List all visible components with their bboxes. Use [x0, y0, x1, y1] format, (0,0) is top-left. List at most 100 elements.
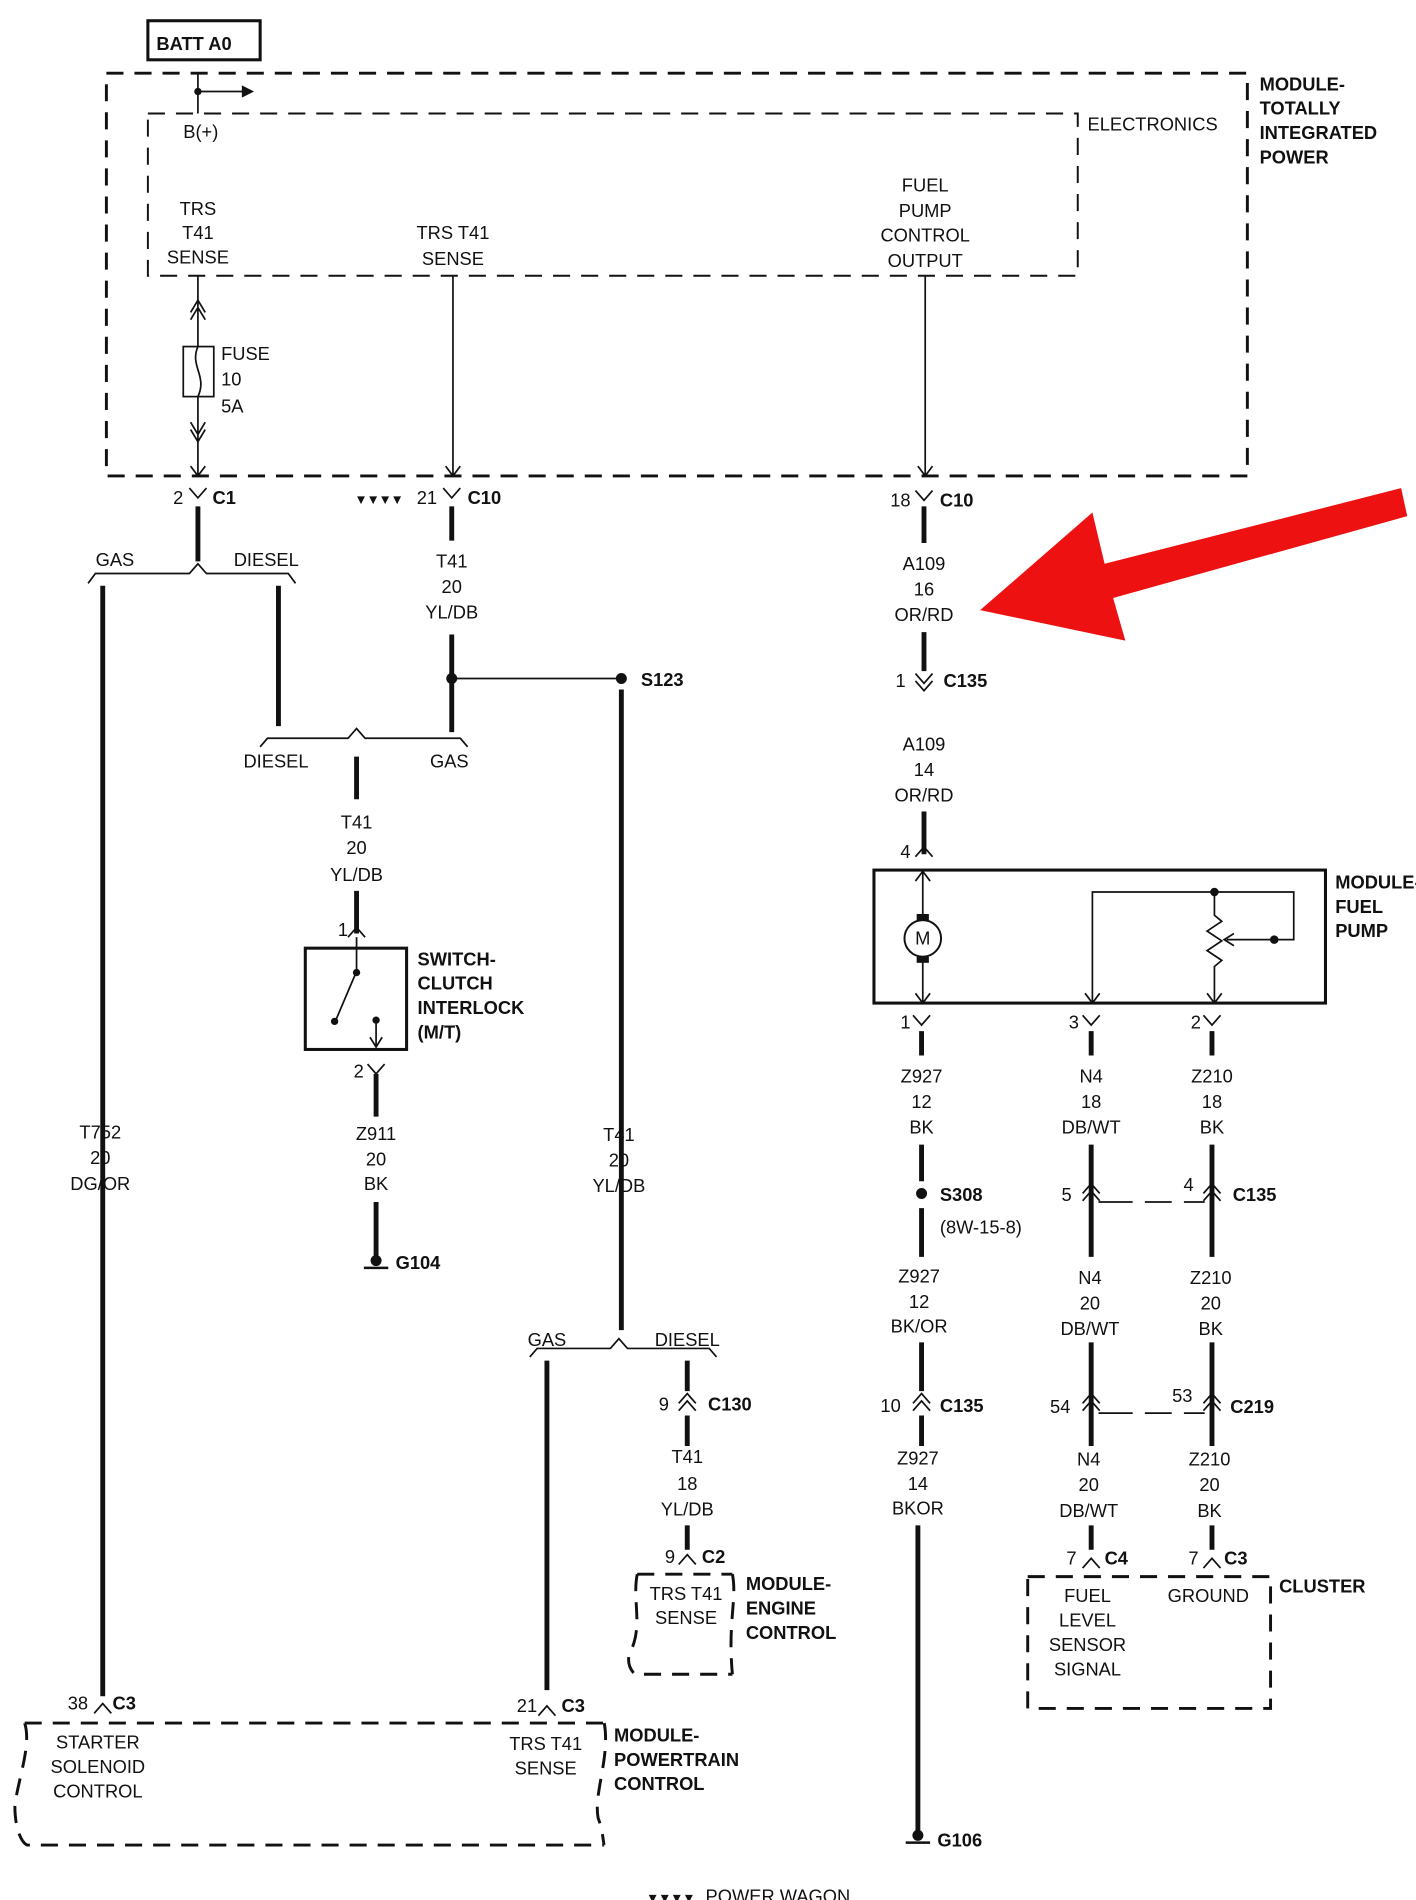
- connectors-c10b-pin-label: 18: [890, 489, 910, 510]
- wires-a109-a-1-label: 16: [914, 579, 934, 600]
- tipm-name-2-label: INTEGRATED: [1260, 122, 1378, 143]
- highlight-arrow-icon: [980, 488, 1408, 641]
- connectors-c10a-pin-label: 21: [417, 487, 437, 508]
- tipm-electronics-label: ELECTRONICS: [1088, 114, 1218, 135]
- splits-mid-right-label: GAS: [430, 751, 469, 772]
- wires-t41-b-0-label: T41: [341, 812, 373, 833]
- pcm-name-1-label: POWERTRAIN: [614, 1749, 739, 1770]
- bplus-node: [194, 87, 202, 96]
- switch-name-0-label: SWITCH-: [418, 948, 496, 969]
- ground-g106-icon: [905, 1829, 931, 1844]
- connectors-fp4-pin-label: 4: [900, 841, 910, 862]
- wires-z911-1-label: 20: [366, 1148, 386, 1169]
- connectors-c3-21-name-label: C3: [562, 1695, 585, 1716]
- pcm-pin-starter-1-label: SOLENOID: [51, 1756, 146, 1777]
- ecm-name-2-label: CONTROL: [746, 1622, 836, 1643]
- cluster-pin-ground-label: GROUND: [1168, 1585, 1249, 1606]
- connectors-c3-21-pin-label: 21: [517, 1695, 537, 1716]
- wires-z927-a-0-label: Z927: [901, 1065, 943, 1086]
- tipm-pin-trs-0-label: TRS T41: [417, 222, 490, 243]
- splits-low-right-label: DIESEL: [655, 1329, 720, 1350]
- wires-n4-a-1-label: 18: [1081, 1091, 1101, 1112]
- connectors-c135-5-4-pin-a-label: 5: [1061, 1184, 1071, 1205]
- tipm-pin-fuel-3-label: OUTPUT: [888, 250, 963, 271]
- connectors-c3-cluster-pin-label: 7: [1188, 1547, 1198, 1568]
- connectors-c2-name-label: C2: [702, 1546, 725, 1567]
- splits-mid-left-label: DIESEL: [243, 751, 308, 772]
- cluster-outline: [1026, 1575, 1273, 1710]
- wires: [87, 487, 1222, 1831]
- tipm-name-1-label: TOTALLY: [1260, 98, 1341, 119]
- connectors-c135-1-name-label: C135: [944, 670, 988, 691]
- wires-z210-b-0-label: Z210: [1190, 1267, 1232, 1288]
- connectors-c4-name-label: C4: [1105, 1547, 1129, 1568]
- wires-z927-c-2-label: BKOR: [892, 1497, 944, 1518]
- pcm-outline: [13, 1721, 607, 1847]
- power-wagon-marker-label: ▼▼▼▼: [354, 492, 402, 507]
- wires-z927-a-2-label: BK: [909, 1117, 933, 1138]
- wires-t752-0-label: T752: [79, 1122, 121, 1143]
- wires-n4-a-0-label: N4: [1079, 1065, 1102, 1086]
- connectors-fp3-pin-label: 3: [1069, 1012, 1079, 1033]
- wires-t41-d-2-label: YL/DB: [661, 1499, 714, 1520]
- wires-z927-b-2-label: BK/OR: [891, 1316, 948, 1337]
- pcm-name-2-label: CONTROL: [614, 1773, 704, 1794]
- ecm-name-0-label: MODULE-: [746, 1573, 831, 1594]
- connectors-c3-cluster-name-label: C3: [1224, 1547, 1247, 1568]
- tipm-pin-trs-fused-0-label: TRS: [180, 198, 217, 219]
- wires-t752-1-label: 20: [90, 1147, 110, 1168]
- splits-top-left-label: GAS: [96, 549, 135, 570]
- ground-g104-icon: [363, 1255, 389, 1270]
- connectors-c3-38-pin-label: 38: [68, 1693, 88, 1714]
- wires-t41-a-1-label: 20: [442, 576, 462, 597]
- connectors-fp2-pin-label: 2: [1191, 1012, 1201, 1033]
- pcm-pin-starter-0-label: STARTER: [56, 1732, 140, 1753]
- tipm-fuse-1-label: 10: [221, 369, 241, 390]
- connectors-fp1-pin-label: 1: [900, 1012, 910, 1033]
- battery-box: [146, 19, 262, 62]
- connectors-c1-name-label: C1: [213, 487, 236, 508]
- tipm-bplus-label: B(+): [183, 121, 218, 142]
- tipm-pin-trs-fused-2-label: SENSE: [167, 247, 229, 268]
- pcm-pin-trs-1-label: SENSE: [515, 1757, 577, 1778]
- cluster-pin-fuel-2-label: SENSOR: [1049, 1634, 1126, 1655]
- tipm-pin-fuel-2-label: CONTROL: [880, 225, 969, 246]
- grounds-g104-label: G104: [396, 1252, 442, 1273]
- bplus-feed: [197, 73, 245, 114]
- wires-t41-b-1-label: 20: [346, 837, 366, 858]
- switch-name-1-label: CLUTCH: [418, 973, 493, 994]
- wires-n4-b-2-label: DB/WT: [1060, 1318, 1119, 1339]
- wires-t41-c-1-label: 20: [609, 1150, 629, 1171]
- tipm-pin-fuel-1-label: PUMP: [899, 200, 952, 221]
- wires-z210-a-2-label: BK: [1200, 1117, 1224, 1138]
- fuel-pump-module: [872, 868, 1327, 1005]
- connectors-c3-38-name-label: C3: [112, 1693, 135, 1714]
- cluster-pin-fuel-3-label: SIGNAL: [1054, 1658, 1121, 1679]
- wires-n4-b-1-label: 20: [1080, 1292, 1100, 1313]
- wires-z210-c-2-label: BK: [1197, 1500, 1221, 1521]
- battery-label-label: BATT A0: [156, 33, 231, 54]
- tipm-module: [104, 19, 1249, 478]
- switch-name-2-label: INTERLOCK: [418, 997, 526, 1018]
- connectors-c4-pin-label: 7: [1066, 1547, 1076, 1568]
- connectors-c1-pin-label: 2: [173, 487, 183, 508]
- labels: BATT A0MODULE-TOTALLYINTEGRATEDPOWERELEC…: [51, 33, 1416, 1900]
- grounds-g106-label: G106: [937, 1829, 982, 1850]
- wires-n4-b-0-label: N4: [1078, 1267, 1101, 1288]
- connectors-sw2-pin-label: 2: [354, 1061, 364, 1082]
- wires-n4-c-0-label: N4: [1077, 1449, 1100, 1470]
- clutch-interlock-switch-icon: [303, 937, 409, 1051]
- ecm-name-1-label: ENGINE: [746, 1597, 816, 1618]
- tipm-pin-fuel-0-label: FUEL: [902, 175, 949, 196]
- cluster-pin-fuel-0-label: FUEL: [1064, 1585, 1111, 1606]
- wires-z210-c-0-label: Z210: [1189, 1449, 1231, 1470]
- wires-t41-a-0-label: T41: [436, 550, 468, 571]
- wires-a109-a-2-label: OR/RD: [895, 604, 954, 625]
- wires-a109-a-0-label: A109: [903, 553, 946, 574]
- ecm-outline: [627, 1572, 736, 1676]
- trs-sense-wire: [444, 275, 461, 478]
- splices-s123-label: S123: [641, 669, 684, 690]
- wires-n4-c-2-label: DB/WT: [1059, 1500, 1118, 1521]
- tipm-fuse-2-label: 5A: [221, 395, 244, 416]
